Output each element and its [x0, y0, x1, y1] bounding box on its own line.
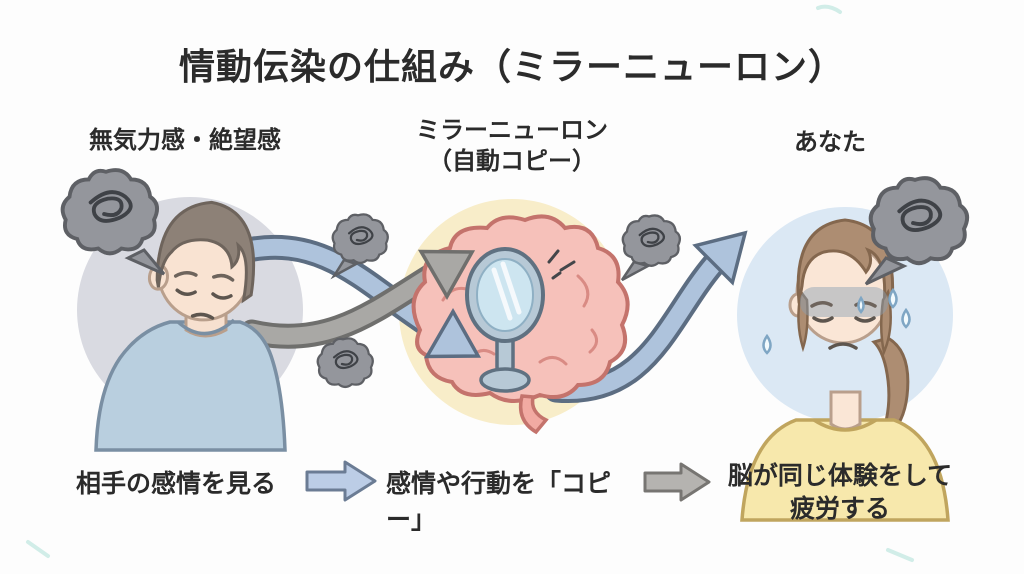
blue-arrowhead-to-you: [692, 230, 748, 286]
sparkle-lines: [547, 249, 576, 280]
video-frame-artifacts: [26, 4, 914, 562]
sad-man-illustration: [94, 200, 287, 452]
thought-cloud-icon-man: [60, 168, 166, 276]
step-arrow-gray-icon: [643, 462, 711, 502]
thought-cloud-icon-brain-right: [620, 214, 682, 282]
header-you: あなた: [794, 129, 866, 156]
thought-cloud-icon-mid-top: [330, 213, 389, 280]
caption-step2: 感情や行動を「コピー」: [386, 470, 612, 534]
caption-step3-line2: 疲労する: [789, 495, 890, 523]
header-mirror-neuron: ミラーニューロン （自動コピー）: [362, 115, 662, 177]
man-closed-eye-right: [211, 292, 233, 300]
woman-frown-mouth: [828, 342, 858, 350]
step-arrow-blue-icon: [305, 460, 377, 502]
man-frown-mouth: [190, 312, 215, 320]
header-mirror-neuron-line1: ミラーニューロン: [416, 117, 608, 144]
man-hair: [155, 200, 256, 304]
hand-mirror-icon: [465, 247, 545, 393]
thought-cloud-icon-woman: [864, 176, 970, 286]
woman-shirt: [740, 418, 950, 522]
man-head: [147, 200, 256, 322]
caption-step3-line1: 脳が同じ体験をして: [727, 462, 953, 490]
gray-arrowhead-into-brain: [417, 249, 476, 301]
sad-woman-illustration: [740, 218, 950, 522]
woman-closed-eye-right: [854, 316, 876, 323]
flow-arrowheads: [417, 230, 748, 359]
caption-step3: 脳が同じ体験をして 疲労する: [700, 460, 980, 526]
sweat-drops: [762, 287, 911, 355]
brain-stem: [518, 394, 549, 435]
woman-closed-eye-left: [812, 316, 834, 323]
caption-step1: 相手の感情を見る: [76, 470, 277, 498]
gloom-shadow-over-eyes: [800, 287, 888, 317]
page-title: 情動伝染の仕組み（ミラーニューロン）: [178, 46, 845, 87]
thought-cloud-icon-mid-bottom: [316, 337, 374, 389]
blue-arrowhead-into-brain: [423, 307, 482, 359]
man-closed-eye-left: [175, 288, 197, 296]
header-apathy-despair: 無気力感・絶望感: [89, 127, 281, 154]
flow-arrow-shafts: [235, 234, 727, 403]
woman-hair: [796, 218, 895, 309]
header-mirror-neuron-line2: （自動コピー）: [428, 148, 596, 175]
